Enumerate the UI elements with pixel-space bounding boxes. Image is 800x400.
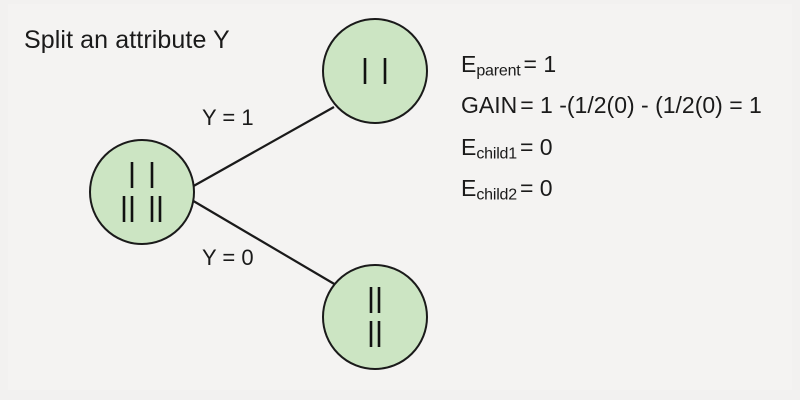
formula-base: E: [461, 174, 477, 201]
formula-rest: = 1 -(1/2(0) - (1/2(0) = 1: [520, 92, 762, 119]
child-node-top[interactable]: [322, 18, 428, 124]
node-circle: [322, 264, 428, 370]
edges-layer: [189, 106, 337, 286]
node-circle: [322, 18, 428, 124]
formula-subscript: child1: [476, 145, 517, 163]
page-title: Split an attribute Y: [24, 26, 230, 54]
formula-rest: = 1: [523, 51, 557, 77]
formula-e-parent: Eparent= 1: [461, 52, 763, 80]
edge-parent-to-child2: [189, 198, 337, 286]
edge-parent-to-child1: [189, 106, 335, 189]
formula-rest: = 0: [519, 174, 553, 201]
formula-subscript: parent: [476, 62, 521, 80]
parent-node[interactable]: [89, 139, 195, 245]
formula-gain: GAIN= 1 -(1/2(0) - (1/2(0) = 1: [461, 93, 763, 121]
formula-e-child1: Echild1= 0: [461, 135, 763, 163]
child-node-bottom[interactable]: [322, 264, 428, 370]
formula-base: E: [461, 133, 477, 160]
node-circle: [89, 139, 195, 245]
formula-e-child2: Echild2= 0: [461, 176, 763, 204]
formula-subscript: child2: [476, 186, 517, 204]
edge-label-y-1: Y = 1: [202, 105, 254, 130]
formula-list: Eparent= 1 GAIN= 1 -(1/2(0) - (1/2(0) = …: [461, 52, 763, 204]
formula-base: GAIN: [461, 92, 518, 119]
nodes-layer: [89, 18, 428, 370]
formula-rest: = 0: [519, 133, 553, 160]
edge-label-y-0: Y = 0: [202, 245, 254, 270]
formula-base: E: [461, 51, 477, 77]
